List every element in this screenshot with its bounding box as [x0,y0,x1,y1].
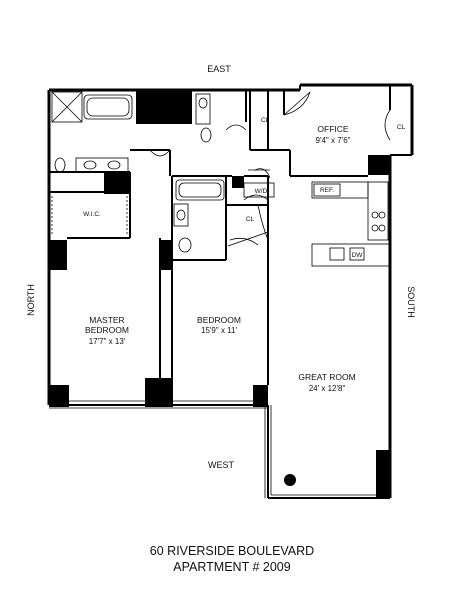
shower [51,91,83,123]
structural-columns [49,90,390,498]
washer-dryer-label: W/D [255,188,268,195]
door-swings [149,91,391,247]
toilet [54,157,66,173]
great-room-label: GREAT ROOM [298,372,355,382]
master-bedroom-dims: 17'7" x 13' [89,337,126,346]
master-bedroom-label-1: MASTER [89,315,124,325]
fixtures [51,91,391,267]
compass-south: SOUTH [406,286,416,318]
dishwasher-label: DW [352,252,364,259]
master-bedroom-label-2: BEDROOM [85,325,129,335]
office-dims: 9'4" x 7'6" [316,136,351,145]
office-label: OFFICE [317,124,348,134]
compass-north: NORTH [26,284,36,316]
wic-label: W.I.C. [83,211,101,218]
compass-east: EAST [207,64,231,74]
toilet [178,237,192,253]
bathtub [175,179,225,201]
bedroom-dims: 15'9" x 11' [201,326,237,335]
vanity [75,157,129,173]
compass-west: WEST [208,460,235,470]
caption-apartment: APARTMENT # 2009 [173,560,290,574]
refrigerator-label: REF. [320,187,334,194]
interior-walls [49,85,391,385]
window-lines [49,400,390,498]
kitchen-counter [367,181,389,241]
kitchen-island [311,243,391,267]
caption-address: 60 RIVERSIDE BOULEVARD [150,544,314,558]
bedroom-label: BEDROOM [197,315,241,325]
closet-label-bath: CL [246,216,255,223]
closet-label-right: CL [397,124,406,131]
washer-dryer-box [243,182,275,198]
round-column [284,474,296,486]
refrigerator-box [313,183,341,197]
closet-label-upper: CL [261,117,270,124]
toilet [200,127,212,143]
bathtub [83,94,133,120]
great-room-dims: 24' x 12'8" [309,384,346,393]
outer-walls [47,83,414,499]
